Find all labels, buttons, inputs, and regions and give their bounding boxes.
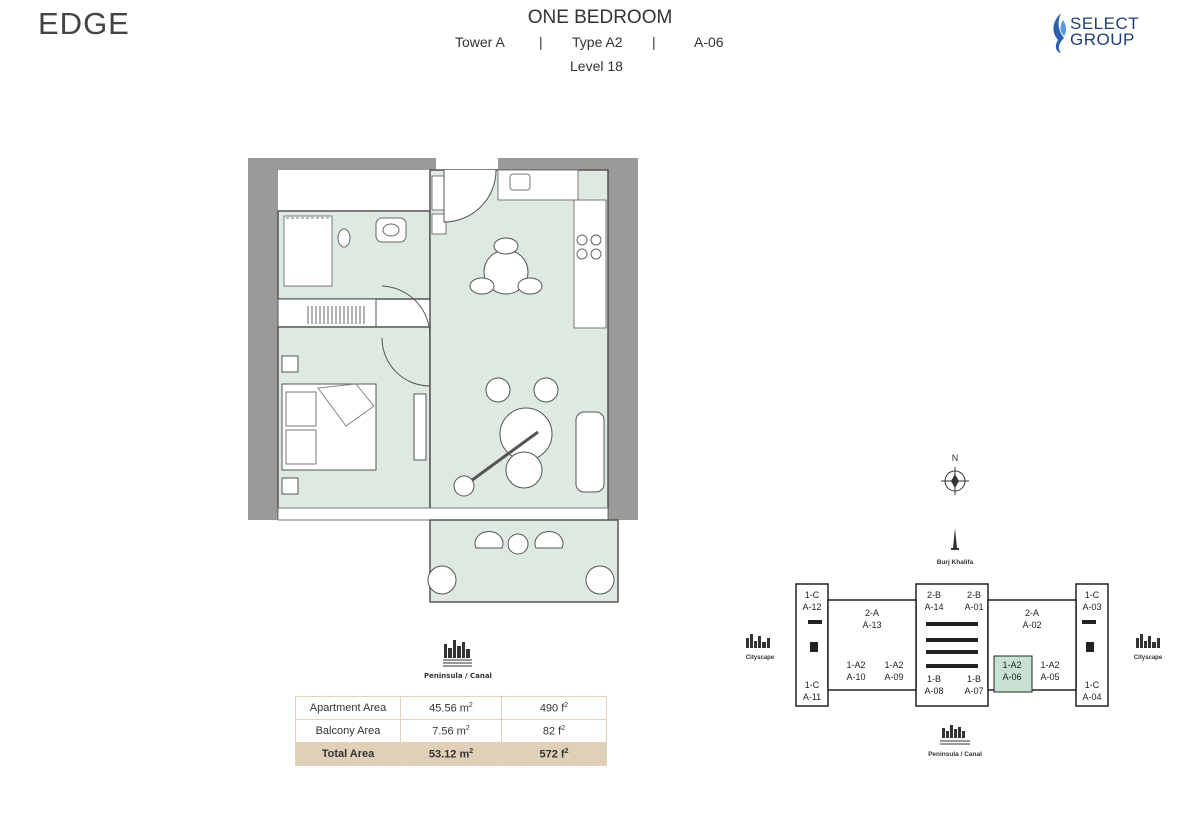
area-sqm: 7.56 m2: [400, 719, 502, 743]
unit-type-label: 1-C: [805, 680, 820, 690]
cityscape-icon-left: [746, 634, 770, 648]
unit-code: A-06: [694, 34, 724, 50]
shower: [283, 215, 333, 287]
area-sqm: 45.56 m2: [400, 696, 502, 720]
unit-type-label: 2-B: [967, 590, 981, 600]
bedroom-door: [381, 285, 431, 337]
edge-logo: EDGE: [38, 6, 138, 42]
unit-code-label: A-07: [964, 686, 983, 696]
kitchen-sink-counter: [497, 169, 579, 201]
unit-header: ONE BEDROOM: [420, 7, 780, 29]
skyline-icon: [443, 640, 472, 667]
highlighted-unit: [993, 655, 1033, 693]
unit-type-label: 1-A2: [884, 660, 903, 670]
cityscape-icon-right: [1136, 634, 1160, 648]
view-label: Peninsula / Canal: [424, 672, 492, 680]
separator: |: [539, 34, 543, 50]
left-view-label: Cityscape: [746, 655, 775, 661]
north-label: N: [952, 453, 959, 463]
bottom-view-label: Peninsula / Canal: [928, 751, 982, 758]
toilet-icon: [337, 228, 351, 248]
unit-code-label: A-14: [924, 602, 943, 612]
unit-code-label: A-03: [1082, 602, 1101, 612]
window: [277, 507, 609, 521]
unit-type-label: 1-C: [1085, 590, 1100, 600]
area-sqm: 53.12 m2: [400, 742, 502, 766]
area-sqft: 82 f2: [501, 719, 607, 743]
unit-type-label: 1-C: [805, 590, 820, 600]
unit-type-label: 1-B: [927, 674, 941, 684]
tower-label: Tower A: [455, 34, 505, 50]
page-title: ONE BEDROOM: [527, 7, 673, 28]
sink-icon: [375, 217, 407, 243]
kitchen-counter: [573, 199, 607, 329]
area-label: Total Area: [295, 742, 401, 766]
unit-code-label: A-11: [803, 692, 821, 702]
unit-type-label: 1-B: [967, 674, 981, 684]
select-group-logo: SELECT GROUP: [1048, 12, 1168, 54]
burj-khalifa-icon: [951, 528, 959, 550]
view-label-group: Peninsula / Canal: [418, 638, 498, 680]
group-text: GROUP: [1070, 30, 1135, 49]
unit-code-label: A-13: [862, 620, 881, 630]
armchair: [533, 377, 559, 403]
plant-icon: [585, 565, 615, 595]
unit-code-label: A-09: [884, 672, 903, 682]
type-label: Type A2: [572, 34, 623, 50]
building-outline: [795, 583, 1109, 707]
area-sqft: 490 f2: [501, 696, 607, 720]
left-wall: [248, 158, 278, 520]
area-label: Balcony Area: [295, 719, 401, 743]
unit-type-label: 1-C: [1085, 680, 1100, 690]
entrance-door: [443, 169, 497, 223]
unit-code-label: A-10: [846, 672, 865, 682]
ac-unit-icon: [281, 477, 299, 495]
unit-code-label: A-06: [1002, 672, 1021, 682]
floor-lamp: [463, 430, 539, 488]
unit-code-label: A-05: [1040, 672, 1059, 682]
plant-icon: [427, 565, 457, 595]
select-text: SELECT: [1070, 14, 1140, 33]
core-blocks: [808, 620, 1096, 668]
flame-logo-icon: [1053, 13, 1067, 53]
unit-type-label: 2-B: [927, 590, 941, 600]
armchair: [485, 377, 511, 403]
edge-logo-text: EDGE: [38, 6, 130, 41]
wardrobe: [277, 298, 377, 328]
right-wall: [608, 158, 638, 520]
skyline-icon-bottom: [940, 725, 970, 745]
top-wall-right: [498, 158, 638, 170]
ac-unit-icon: [281, 355, 299, 373]
separator: |: [652, 34, 656, 50]
unit-type-label: 2-A: [865, 608, 879, 618]
unit-type-label: 1-A2: [1040, 660, 1059, 670]
area-sqft: 572 f2: [501, 742, 607, 766]
unit-type-label: 2-A: [1025, 608, 1039, 618]
key-plan: N Burj Khalifa Cityscape Cityscape 1-C A-…: [746, 453, 1163, 758]
right-view-label: Cityscape: [1134, 655, 1163, 661]
level-label: Level 18: [570, 58, 623, 74]
tv-unit: [413, 393, 427, 461]
unit-type-label: 1-A2: [1002, 660, 1021, 670]
floor-plan: [248, 158, 638, 603]
sofa: [575, 411, 605, 493]
unit-code-label: A-08: [924, 686, 943, 696]
area-label: Apartment Area: [295, 696, 401, 720]
top-view-label: Burj Khalifa: [937, 559, 974, 566]
unit-type-label: 1-A2: [846, 660, 865, 670]
unit-code-label: A-04: [1082, 692, 1101, 702]
unit-code-label: A-02: [1022, 620, 1041, 630]
top-wall: [248, 158, 436, 170]
unit-code-label: A-12: [802, 602, 821, 612]
unit-code-label: A-01: [964, 602, 983, 612]
balcony: [429, 519, 619, 603]
north-compass-icon: [941, 467, 969, 495]
